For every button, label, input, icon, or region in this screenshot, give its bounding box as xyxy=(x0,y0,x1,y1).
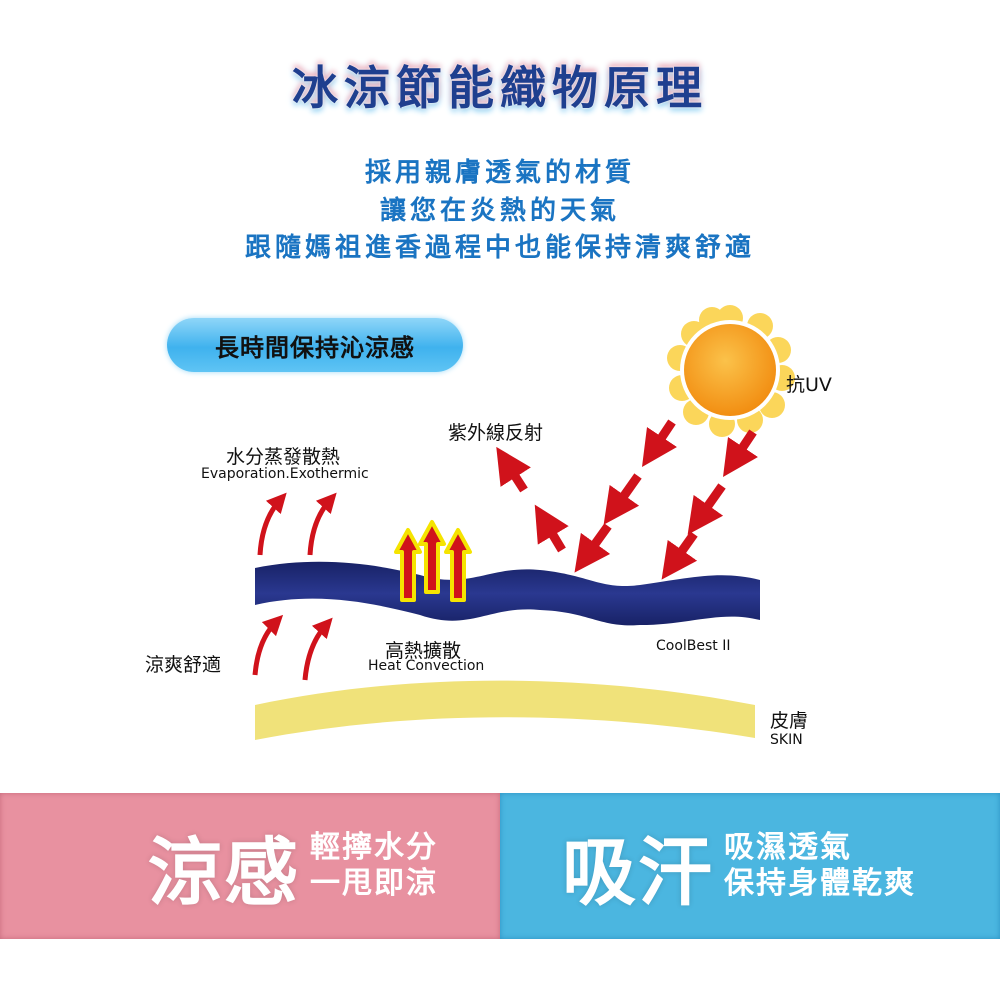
page-title: 冰涼節能織物原理 xyxy=(292,61,708,115)
heat-convection-arrows xyxy=(394,520,472,602)
cooling-heading: 涼感 xyxy=(148,829,300,916)
subtitle-line-3: 跟隨媽祖進香過程中也能保持清爽舒適 xyxy=(244,233,755,263)
evaporation-label-en: Evaporation.Exothermic xyxy=(201,466,369,482)
sweat-absorb-feature-band: 吸汗 吸濕透氣 保持身體乾爽 xyxy=(500,793,1000,939)
subtitle-line-2: 讓您在炎熱的天氣 xyxy=(379,196,620,226)
pill-label: 長時間保持沁涼感 xyxy=(215,333,415,362)
cooling-line-1: 輕擰水分 xyxy=(310,830,438,865)
skin-label-zh: 皮膚 xyxy=(770,710,809,732)
heat-convection-label-zh: 高熱擴散 xyxy=(385,640,462,662)
sweat-absorb-line-1: 吸濕透氣 xyxy=(724,830,852,865)
anti-uv-label: 抗UV xyxy=(786,374,832,396)
sweat-absorb-heading: 吸汗 xyxy=(562,829,714,916)
skin-layer xyxy=(255,680,755,740)
subtitle-line-1: 採用親膚透氣的材質 xyxy=(364,158,635,188)
cooling-description: 輕擰水分 一甩即涼 xyxy=(310,830,438,902)
long-lasting-cool-pill: 長時間保持沁涼感 xyxy=(167,318,463,372)
cool-comfort-label: 涼爽舒適 xyxy=(145,654,222,676)
evaporation-label-zh: 水分蒸發散熱 xyxy=(226,446,341,468)
skin-label-en: SKIN xyxy=(770,732,803,748)
sweat-absorb-description: 吸濕透氣 保持身體乾爽 xyxy=(724,830,916,902)
fabric-diagram xyxy=(252,305,795,740)
sun-icon xyxy=(667,305,795,437)
fabric-layer xyxy=(255,561,760,626)
sweat-absorb-line-2: 保持身體乾爽 xyxy=(724,866,916,901)
heat-convection-label-en: Heat Convection xyxy=(368,658,485,674)
uv-incoming-arrows xyxy=(574,419,758,580)
uv-reflect-label: 紫外線反射 xyxy=(448,422,544,444)
evaporation-arrows xyxy=(252,492,337,681)
fabric-label: CoolBest II xyxy=(656,638,731,654)
cooling-line-2: 一甩即涼 xyxy=(310,866,438,901)
uv-reflect-arrows xyxy=(496,446,569,553)
cooling-feature-band: 涼感 輕擰水分 一甩即涼 xyxy=(0,793,500,939)
